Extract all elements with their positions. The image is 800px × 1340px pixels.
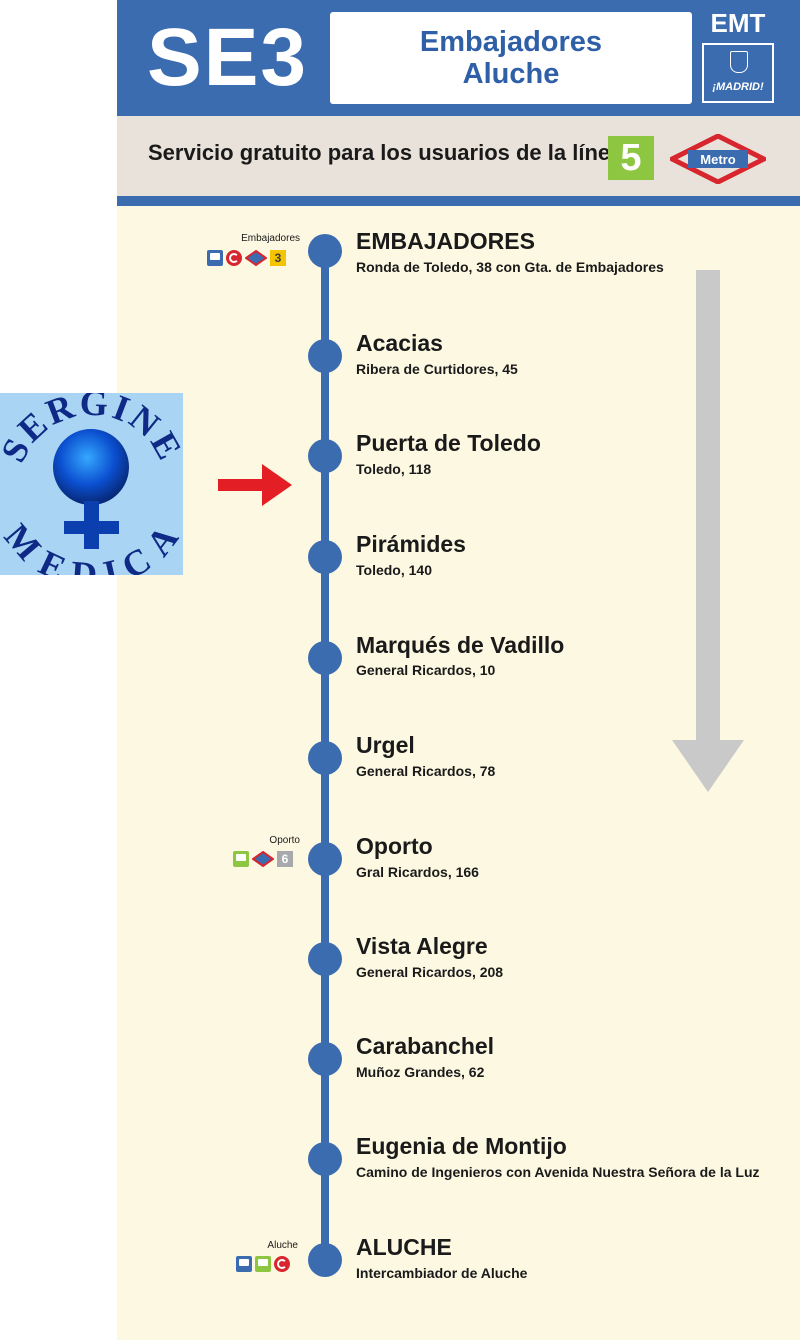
stop-marker-aluche	[308, 1243, 342, 1277]
service-band	[117, 116, 800, 196]
cercanias-icon	[274, 1256, 290, 1272]
red-arrow-head	[262, 464, 292, 506]
stop-address-acacias: Ribera de Curtidores, 45	[356, 361, 518, 377]
red-arrow-shaft	[218, 479, 264, 491]
stop-marker-vista-alegre	[308, 942, 342, 976]
stop-marker-carabanchel	[308, 1042, 342, 1076]
connection-name-aluche: Aluche	[267, 1240, 298, 1251]
red-pointer-arrow-icon	[218, 464, 292, 506]
cercanias-icon	[226, 250, 242, 266]
line-code: SE3	[147, 12, 308, 103]
service-text: Servicio gratuito para los usuarios de l…	[148, 140, 623, 165]
stop-name-vista-alegre: Vista Alegre	[356, 933, 488, 959]
sergine-medica-logo: SERGINE MEDICA	[0, 382, 188, 595]
connection-icons-aluche	[236, 1256, 290, 1272]
stop-address-oporto: Gral Ricardos, 166	[356, 864, 479, 880]
stop-name-puerta-de-toledo: Puerta de Toledo	[356, 430, 541, 456]
destination-bottom: Aluche	[462, 58, 560, 90]
metro-logo-icon: Metro	[670, 134, 766, 184]
destination-box: Embajadores Aluche	[330, 12, 692, 104]
emt-title: EMT	[710, 8, 766, 38]
metro-line-6-icon: 6	[277, 851, 293, 867]
stop-marker-piramides	[308, 540, 342, 574]
connection-icons-embajadores: 3	[207, 250, 286, 266]
stop-address-piramides: Toledo, 140	[356, 562, 432, 578]
interurban-bus-icon	[236, 1256, 252, 1272]
connection-name-embajadores: Embajadores	[241, 233, 300, 244]
stop-address-vista-alegre: General Ricardos, 208	[356, 964, 504, 980]
madrid-crest-icon	[730, 51, 748, 73]
connection-icons-oporto: 6	[233, 851, 293, 867]
stop-name-carabanchel: Carabanchel	[356, 1033, 495, 1059]
destination-top: Embajadores	[419, 26, 603, 58]
stop-address-aluche: Intercambiador de Aluche	[356, 1265, 528, 1281]
stop-marker-eugenia-de-montijo	[308, 1142, 342, 1176]
stop-address-embajadores: Ronda de Toledo, 38 con Gta. de Embajado…	[356, 259, 664, 275]
stop-marker-urgel	[308, 741, 342, 775]
urban-bus-icon	[233, 851, 249, 867]
metro-line-3-icon: 3	[270, 250, 286, 266]
venus-circle	[53, 429, 129, 505]
stop-marker-oporto	[308, 842, 342, 876]
stop-marker-embajadores	[308, 234, 342, 268]
stop-name-aluche: ALUCHE	[356, 1234, 452, 1260]
madrid-label: ¡MADRID!	[712, 81, 764, 93]
stop-marker-marques-de-vadillo	[308, 641, 342, 675]
stop-marker-puerta-de-toledo	[308, 439, 342, 473]
service-band-border	[117, 196, 800, 206]
stop-name-acacias: Acacias	[356, 330, 443, 356]
stop-address-urgel: General Ricardos, 78	[356, 763, 496, 779]
metro-logo-label: Metro	[700, 152, 735, 167]
madrid-crest-box: ¡MADRID!	[702, 43, 774, 103]
sergine-medica-emblem-icon: SERGINE MEDICA	[0, 382, 188, 595]
stop-marker-acacias	[308, 339, 342, 373]
metro-logo-bar	[688, 150, 748, 168]
metro-icon	[245, 250, 267, 266]
stop-address-marques-de-vadillo: General Ricardos, 10	[356, 662, 496, 678]
stop-name-urgel: Urgel	[356, 732, 415, 758]
stop-address-eugenia-de-montijo: Camino de Ingenieros con Avenida Nuestra…	[356, 1164, 760, 1180]
stop-address-puerta-de-toledo: Toledo, 118	[356, 461, 432, 477]
stop-name-oporto: Oporto	[356, 833, 433, 859]
metro-line-5-badge: 5	[608, 136, 654, 180]
stop-name-eugenia-de-montijo: Eugenia de Montijo	[356, 1133, 567, 1159]
route-panel	[117, 0, 800, 1340]
stop-name-marques-de-vadillo: Marqués de Vadillo	[356, 632, 565, 658]
urban-bus-icon	[255, 1256, 271, 1272]
stop-name-piramides: Pirámides	[356, 531, 466, 557]
direction-arrow-shaft	[696, 270, 720, 742]
stop-name-embajadores: EMBAJADORES	[356, 228, 535, 254]
stop-address-carabanchel: Muñoz Grandes, 62	[356, 1064, 485, 1080]
connection-name-oporto: Oporto	[269, 835, 300, 846]
direction-arrow-icon	[672, 740, 744, 792]
metro-icon	[252, 851, 274, 867]
venus-crossbar	[64, 521, 119, 534]
interurban-bus-icon	[207, 250, 223, 266]
